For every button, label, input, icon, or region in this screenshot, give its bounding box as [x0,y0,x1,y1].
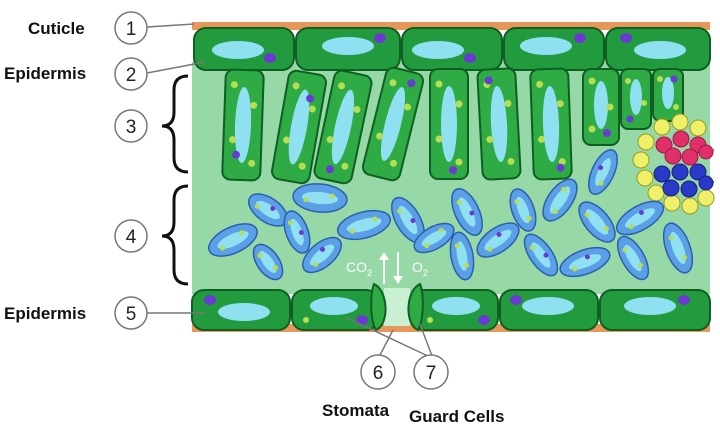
label-cuticle: Cuticle [28,19,85,38]
stoma-pore [384,288,410,326]
lower-epidermis [191,289,711,331]
leader-line-stomata [379,329,394,356]
palisade-cell [361,66,425,182]
spongy-cell [247,193,289,227]
number-circle-7: 7 [413,354,449,390]
leader-line-cuticle [146,23,195,28]
spongy-cell [476,222,520,258]
vascular-bundle [632,113,715,215]
leader-line-guard-right [419,323,433,357]
number-circle-5: 5 [114,296,148,330]
label-stomata: Stomata [322,401,390,420]
label-epidermis-top: Epidermis [4,64,86,83]
brace-spongy [161,184,189,286]
vacuole [432,297,480,315]
spongy-cell [449,231,475,281]
nucleus [574,33,586,43]
spongy-cell [390,196,426,244]
brace-palisade [161,74,189,174]
spongy-cell [578,201,616,243]
spongy-cell [302,236,342,274]
nucleus [374,33,386,43]
svg-text:2: 2 [126,65,137,86]
number-circle-1: 1 [114,11,148,45]
label-guard-cells: Guard Cells [409,407,504,426]
vacuole [310,297,358,315]
number-circle-4: 4 [114,219,148,253]
svg-text:4: 4 [126,227,137,248]
vacuole [212,41,264,59]
spongy-cell [662,222,694,274]
spongy-cell [292,183,348,213]
vacuole [624,297,676,315]
leader-line-guard-left [344,316,429,357]
palisade-cell [582,68,620,146]
nucleus [464,53,476,63]
spongy-cell [336,209,392,241]
number-circle-6: 6 [360,354,396,390]
spongy-cell [413,222,455,254]
palisade-cell [529,67,573,181]
o2-label: O2 [412,259,428,278]
vacuole [634,41,686,59]
palisade-cell [221,68,265,182]
spongy-cell [615,200,665,236]
nucleus [620,33,632,43]
guard-cell-left [370,282,387,332]
nucleus [264,53,276,63]
nucleus [510,295,522,305]
spongy-cell [588,149,618,195]
vacuole [412,41,464,59]
palisade-cell [620,68,652,130]
spongy-cell [283,210,311,254]
spongy-cell [616,235,650,281]
vacuole [522,297,574,315]
nucleus [478,315,490,325]
label-epidermis-bottom: Epidermis [4,304,86,323]
up-arrow-head-icon [379,252,389,260]
gas-exchange: CO2 O2 [346,252,428,284]
number-circle-2: 2 [114,57,148,91]
svg-text:3: 3 [126,117,137,138]
spongy-layer [208,149,694,281]
spongy-cell [208,223,258,257]
nucleus [204,295,216,305]
nucleus [678,295,690,305]
down-arrow-head-icon [393,276,403,284]
svg-text:6: 6 [373,363,384,384]
spongy-cell [542,178,578,222]
palisade-cell [652,68,684,122]
spongy-cell [451,188,483,236]
upper-epidermis [193,27,711,71]
svg-text:1: 1 [126,19,137,40]
spongy-cell [523,233,559,277]
nucleus [356,315,368,325]
number-circle-3: 3 [114,109,148,143]
vacuole [520,37,572,55]
palisade-cell [429,68,469,180]
spongy-cell [559,246,611,278]
co2-label: CO2 [346,259,372,278]
guard-cell-right [407,282,424,332]
svg-text:7: 7 [426,363,437,384]
palisade-cell [313,69,373,185]
palisade-cell [271,69,327,185]
palisade-cell [476,67,522,181]
spongy-cell [252,243,284,281]
cuticle-top [192,22,710,30]
vacuole [322,37,374,55]
svg-text:5: 5 [126,304,137,325]
number-markers: 1 2 3 4 5 6 7 [114,11,449,390]
spongy-cell [509,188,537,232]
leader-line-epidermis-top [146,61,206,74]
vacuole [218,303,270,321]
palisade-layer [221,66,684,185]
